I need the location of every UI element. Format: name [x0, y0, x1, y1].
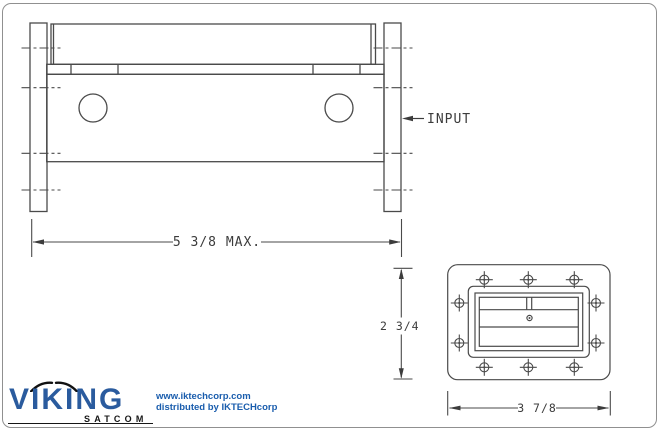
- aperture-center-mark: [526, 314, 533, 322]
- flange-outline: [447, 264, 611, 381]
- brand-underline: [8, 422, 153, 425]
- flange-width-dimension-label: 3 7/8: [517, 401, 557, 415]
- website-url: www.iktechcorp.com: [156, 391, 251, 402]
- distributor-text: www.iktechcorp.com distributed by IKTECH…: [156, 391, 277, 413]
- filter-body: [46, 73, 385, 163]
- input-callout: INPUT: [402, 112, 471, 127]
- body-hole-left: [78, 93, 108, 123]
- page-border: [2, 3, 657, 428]
- joint-strip: [46, 63, 385, 75]
- distributor-line: distributed by IKTECHcorp: [156, 402, 278, 413]
- main-width-dimension-label: 5 3/8 MAX.: [173, 235, 261, 250]
- flange-height-dimension: 2 3/4: [380, 267, 420, 380]
- main-width-dimension: 5 3/8 MAX.: [31, 219, 403, 257]
- flange-height-dimension-label: 2 3/4: [380, 319, 420, 333]
- brand-name: VIKING: [9, 383, 125, 416]
- brand-block: VIKING SATCOM www.iktechcorp.com distrib…: [8, 378, 298, 428]
- center-lines: [21, 47, 413, 191]
- flange-face-view: [447, 264, 611, 381]
- right-flange: [383, 22, 402, 213]
- main-view: [29, 22, 402, 213]
- input-label: INPUT: [427, 112, 471, 127]
- flange-width-dimension: 3 7/8: [447, 391, 611, 416]
- left-flange: [29, 22, 48, 213]
- input-arrowhead-icon: [402, 115, 413, 122]
- viking-horns-icon: [30, 381, 78, 392]
- top-lid: [50, 23, 377, 65]
- body-hole-right: [324, 93, 354, 123]
- brand-subname: SATCOM: [84, 414, 148, 424]
